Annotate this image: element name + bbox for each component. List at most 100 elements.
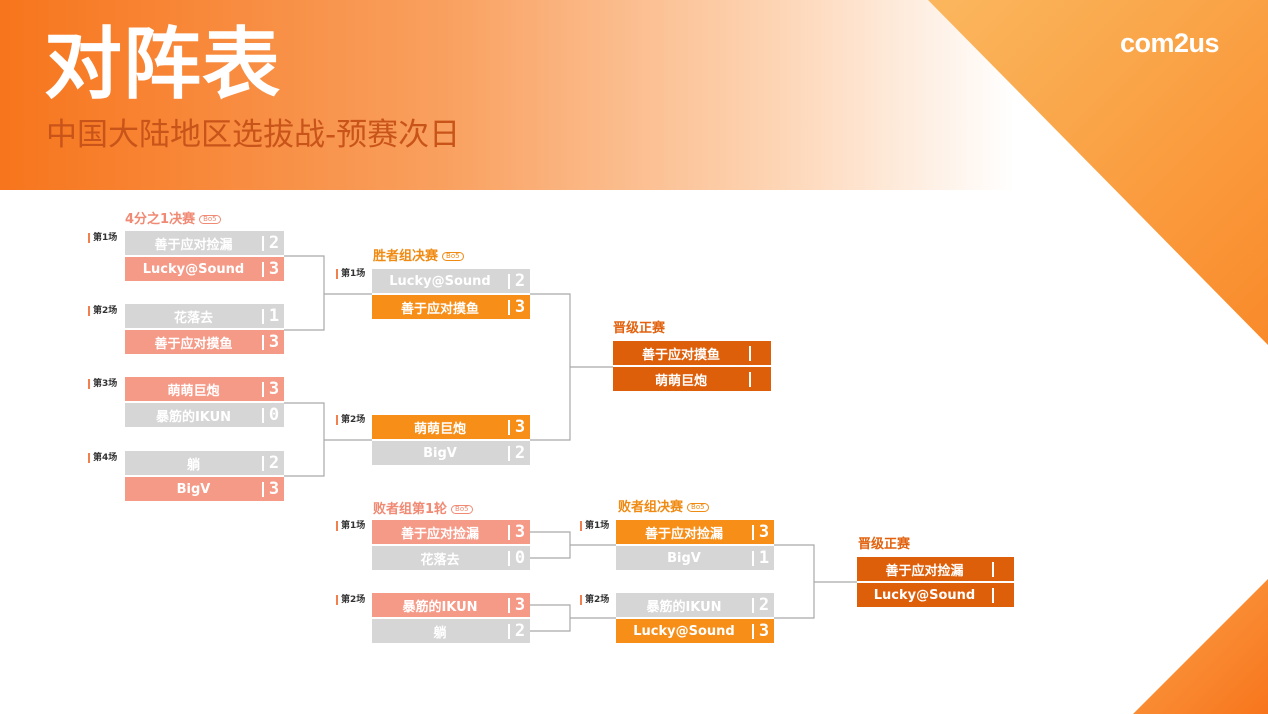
- score-divider: [508, 623, 510, 639]
- team-score: 2: [514, 271, 526, 291]
- bo5-badge: Bo5: [687, 503, 709, 512]
- bo5-badge: Bo5: [451, 505, 473, 514]
- advanced-team-slot: 善于应对摸鱼: [613, 341, 771, 365]
- round-label-advance-bottom: 晋级正赛: [858, 537, 911, 552]
- bo5-badge: Bo5: [199, 215, 221, 224]
- team-name: Lucky@Sound: [389, 273, 491, 289]
- com2us-logo: com2us: [1120, 28, 1220, 58]
- match-tag-lr1-1: 第1场: [336, 521, 365, 531]
- team-slot-winner: Lucky@Sound 3: [616, 619, 774, 643]
- team-name: Lucky@Sound: [633, 623, 735, 639]
- team-name: 花落去: [420, 552, 460, 568]
- score-divider: [508, 419, 510, 435]
- bo5-badge: Bo5: [442, 252, 464, 261]
- team-score: 2: [268, 453, 280, 473]
- round-label-losers-r1-text: 败者组第1轮: [373, 502, 448, 517]
- score-divider: [749, 371, 751, 387]
- score-divider: [262, 481, 264, 497]
- team-name: 躺: [433, 625, 447, 641]
- team-name: Lucky@Sound: [873, 587, 976, 603]
- score-divider: [262, 455, 264, 471]
- team-score: 3: [268, 259, 280, 279]
- team-name: 暴筋的IKUN: [402, 599, 478, 615]
- team-slot-winner: Lucky@Sound 3: [125, 257, 284, 281]
- match-tag-lf2: 第2场: [580, 595, 609, 605]
- page-subtitle: 中国大陆地区选拔战-预赛次日: [46, 117, 461, 153]
- team-score: 2: [514, 443, 526, 463]
- team-name: 躺: [186, 457, 200, 473]
- team-name: 善于应对摸鱼: [154, 336, 233, 352]
- page-title: 对阵表: [44, 20, 282, 110]
- team-score: 2: [514, 621, 526, 641]
- match-tag-wf1: 第1场: [336, 269, 365, 279]
- team-name: BigV: [176, 481, 211, 497]
- team-name: 暴筋的IKUN: [155, 409, 232, 425]
- team-name: 善于应对捡漏: [154, 237, 233, 253]
- team-slot: 善于应对捡漏 2: [125, 231, 284, 255]
- match-tag-lf1: 第1场: [580, 521, 609, 531]
- score-divider: [508, 597, 510, 613]
- score-divider: [262, 235, 264, 251]
- score-divider: [992, 561, 994, 577]
- team-slot: 暴筋的IKUN 2: [616, 593, 774, 617]
- team-slot: 花落去 0: [372, 546, 530, 570]
- score-divider: [752, 550, 754, 566]
- round-label-losers-final-text: 败者组决赛: [618, 500, 684, 515]
- team-score: 3: [514, 297, 526, 317]
- team-slot: Lucky@Sound 2: [372, 269, 530, 293]
- score-divider: [508, 273, 510, 289]
- team-score: 0: [514, 548, 526, 568]
- advanced-team-slot: Lucky@Sound: [857, 583, 1014, 607]
- advanced-team-slot: 善于应对捡漏: [857, 557, 1014, 581]
- score-divider: [262, 334, 264, 350]
- team-score: 1: [758, 548, 770, 568]
- match-tag-qf4: 第4场: [88, 453, 117, 463]
- team-score: 3: [268, 332, 280, 352]
- score-divider: [508, 550, 510, 566]
- score-divider: [508, 524, 510, 540]
- match-tag-qf3: 第3场: [88, 379, 117, 389]
- team-score: 3: [758, 522, 770, 542]
- score-divider: [262, 308, 264, 324]
- team-slot-winner: BigV 3: [125, 477, 284, 501]
- team-score: 2: [758, 595, 770, 615]
- team-name: Lucky@Sound: [142, 261, 245, 277]
- score-divider: [262, 381, 264, 397]
- team-score: 2: [268, 233, 280, 253]
- team-name: 善于应对摸鱼: [400, 301, 479, 317]
- team-name: 善于应对捡漏: [400, 526, 479, 542]
- team-score: 3: [758, 621, 770, 641]
- team-name: 暴筋的IKUN: [646, 599, 722, 615]
- team-name: 萌萌巨炮: [654, 373, 707, 389]
- team-score: 3: [268, 479, 280, 499]
- score-divider: [752, 597, 754, 613]
- team-score: 3: [514, 595, 526, 615]
- team-name: 萌萌巨炮: [413, 421, 466, 437]
- team-name: BigV: [667, 550, 701, 566]
- team-name: 花落去: [173, 310, 213, 326]
- score-divider: [262, 407, 264, 423]
- score-divider: [508, 445, 510, 461]
- team-score: 3: [514, 417, 526, 437]
- advanced-team-slot: 萌萌巨炮: [613, 367, 771, 391]
- team-name: 萌萌巨炮: [167, 383, 220, 399]
- score-divider: [262, 261, 264, 277]
- team-score: 3: [268, 379, 280, 399]
- team-slot-winner: 善于应对摸鱼 3: [125, 330, 284, 354]
- team-slot-winner: 暴筋的IKUN 3: [372, 593, 530, 617]
- score-divider: [752, 623, 754, 639]
- match-tag-wf2: 第2场: [336, 415, 365, 425]
- team-slot-winner: 萌萌巨炮 3: [372, 415, 530, 439]
- team-slot-winner: 善于应对摸鱼 3: [372, 295, 530, 319]
- team-slot-winner: 萌萌巨炮 3: [125, 377, 284, 401]
- team-name: 善于应对捡漏: [885, 563, 964, 579]
